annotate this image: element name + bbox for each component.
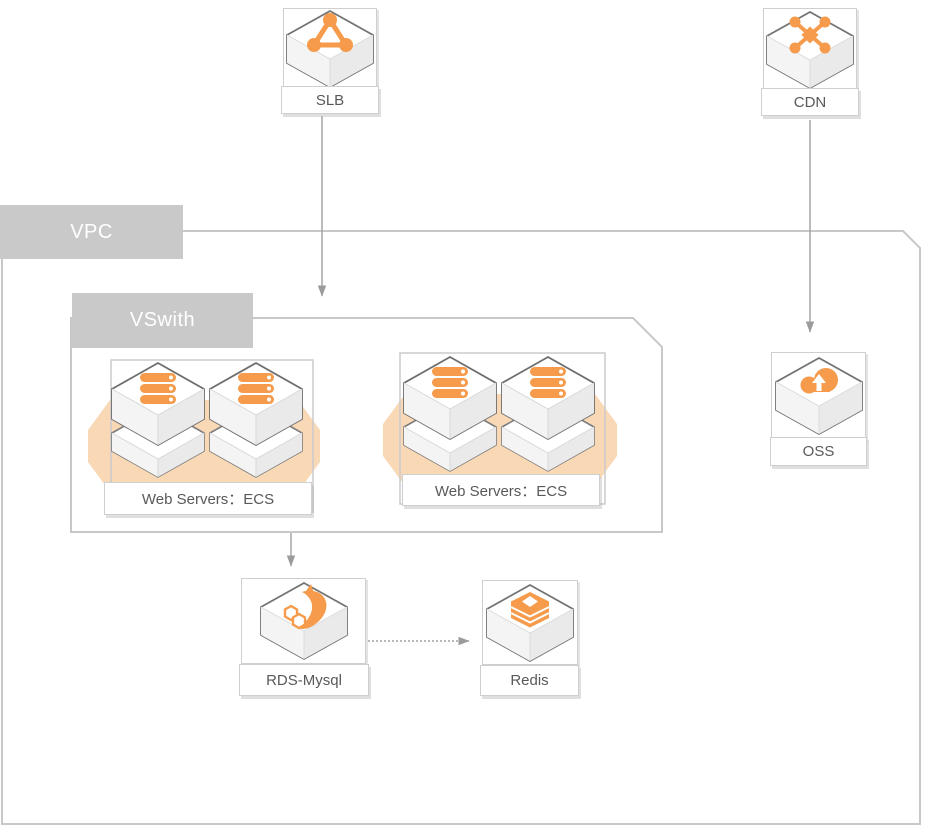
ecs-server-stack-icon[interactable] [207,361,305,479]
slb-icon-box [283,8,377,90]
vpc-container-border [1,230,921,825]
redis-icon-box [482,580,578,665]
oss-icon-box [771,352,866,439]
mysql-dolphin-icon [259,581,348,661]
server-bars-glyph [432,367,468,398]
ecs-server-stack-icon[interactable] [401,355,499,473]
oss-label-box: OSS [770,437,867,466]
ecs-cluster-2-label-box[interactable]: Web Servers：ECS [402,474,600,506]
ecs-cluster-1-label-box[interactable]: Web Servers：ECS [104,482,312,515]
server-bars-glyph [140,373,176,404]
ecs-server-stack-icon[interactable] [109,361,207,479]
rds-icon-box [241,578,366,664]
oss-icon [774,356,863,435]
cdn-icon-box [763,8,857,92]
vswitch-header[interactable]: VSwith [72,293,253,348]
redis-label: Redis [510,672,549,689]
redis-label-box: Redis [480,665,579,696]
redis-stack-icon [486,583,574,662]
ecs-server-stack-icon[interactable] [499,355,597,473]
ecs-cluster-1-label: Web Servers：ECS [141,491,275,508]
vpc-label: VPC [70,220,113,243]
server-bars-glyph [530,367,566,398]
cdn-label: CDN [793,93,827,111]
vswitch-label: VSwith [129,309,196,331]
ecs-cluster-2-label: Web Servers：ECS [434,482,568,500]
oss-label: OSS [802,443,835,460]
slb-label: SLB [315,91,345,109]
server-bars-glyph [238,373,274,404]
slb-label-box: SLB [281,86,379,114]
cdn-icon [766,10,854,90]
vpc-header[interactable]: VPC [0,205,183,259]
rds-label: RDS-Mysql [266,671,342,689]
cdn-label-box: CDN [761,88,859,116]
vswitch-container-border [70,317,663,533]
slb-icon [286,9,374,89]
rds-label-box: RDS-Mysql [239,664,369,696]
